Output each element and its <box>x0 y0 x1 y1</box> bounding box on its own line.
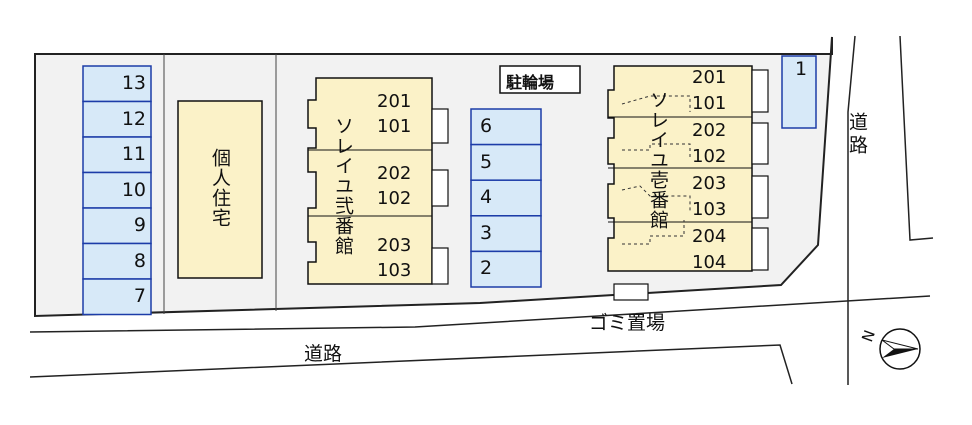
parking-slot <box>82 100 152 138</box>
balcony <box>751 227 769 271</box>
parking-slot-label: 4 <box>480 186 493 209</box>
unit-number: 203 <box>377 235 412 256</box>
road-edge <box>899 35 934 241</box>
parking-slot-label: 7 <box>133 285 146 307</box>
unit-number: 103 <box>692 199 727 220</box>
bicycle-parking-box <box>499 65 581 94</box>
stair-dashed <box>622 220 685 245</box>
balcony <box>751 69 769 113</box>
road-edge <box>29 344 793 385</box>
parking-slot-label: 13 <box>121 72 146 94</box>
road-right-label: 道路 <box>846 112 868 158</box>
stair-dashed <box>621 185 691 212</box>
stair-dashed <box>622 143 691 160</box>
parking-slot-label: 3 <box>480 221 493 244</box>
parking-slot-label: 5 <box>480 150 493 173</box>
unit-number: 104 <box>692 252 727 273</box>
parking-slot <box>82 171 152 209</box>
parking-slot <box>470 215 542 253</box>
parking-slot <box>82 207 152 245</box>
garbage-label: ゴミ置場 <box>589 312 666 334</box>
balcony <box>751 122 769 165</box>
parking-slot-label: 6 <box>480 115 493 137</box>
private-house-label: 個人住宅 <box>209 148 231 228</box>
parking-slot <box>470 143 542 181</box>
road-edge <box>29 295 931 333</box>
unit-number: 102 <box>692 146 727 167</box>
parking-slot-label: 12 <box>121 107 146 130</box>
unit-number: 203 <box>692 173 727 194</box>
private-house-block <box>177 100 263 279</box>
unit-number: 102 <box>377 188 412 209</box>
parking-slot <box>82 136 152 174</box>
parking-slot-label: 9 <box>133 214 146 236</box>
stair-dashed <box>621 95 691 112</box>
parking-slot <box>82 278 152 316</box>
unit-number: 101 <box>377 116 412 137</box>
unit-number: 202 <box>377 163 412 184</box>
parking-slot-1 <box>781 55 817 129</box>
parking-slot <box>470 108 542 146</box>
bicycle-parking-label: 駐輪場 <box>506 73 555 92</box>
parking-slot-label: 11 <box>121 143 146 165</box>
parking-slot-1-label: 1 <box>794 58 808 80</box>
unit-number: 202 <box>692 120 727 141</box>
parking-slot-label: 10 <box>121 178 146 201</box>
building-ni-name: ソレイユ弐番館 <box>332 116 354 256</box>
balcony <box>431 169 449 207</box>
road-bottom-label: 道路 <box>304 343 343 365</box>
unit-number: 201 <box>377 91 412 112</box>
unit-number: 101 <box>692 93 727 114</box>
balcony <box>751 175 769 219</box>
compass-needle-light <box>881 339 919 350</box>
parking-slot <box>470 250 542 288</box>
unit-number: 103 <box>377 260 412 281</box>
parking-slot <box>470 179 542 217</box>
balcony <box>431 247 449 285</box>
parking-slot-label: 8 <box>133 249 146 272</box>
unit-number: 201 <box>692 67 727 88</box>
building-ni-outline <box>307 77 433 285</box>
parking-group <box>82 55 817 316</box>
road-edge <box>847 35 856 385</box>
building-ichi-name: ソレイユ壱番館 <box>647 90 669 230</box>
parking-slot-label: 2 <box>480 257 493 280</box>
unit-number: 204 <box>692 226 727 247</box>
garbage-box <box>613 283 649 301</box>
balcony <box>431 108 449 144</box>
